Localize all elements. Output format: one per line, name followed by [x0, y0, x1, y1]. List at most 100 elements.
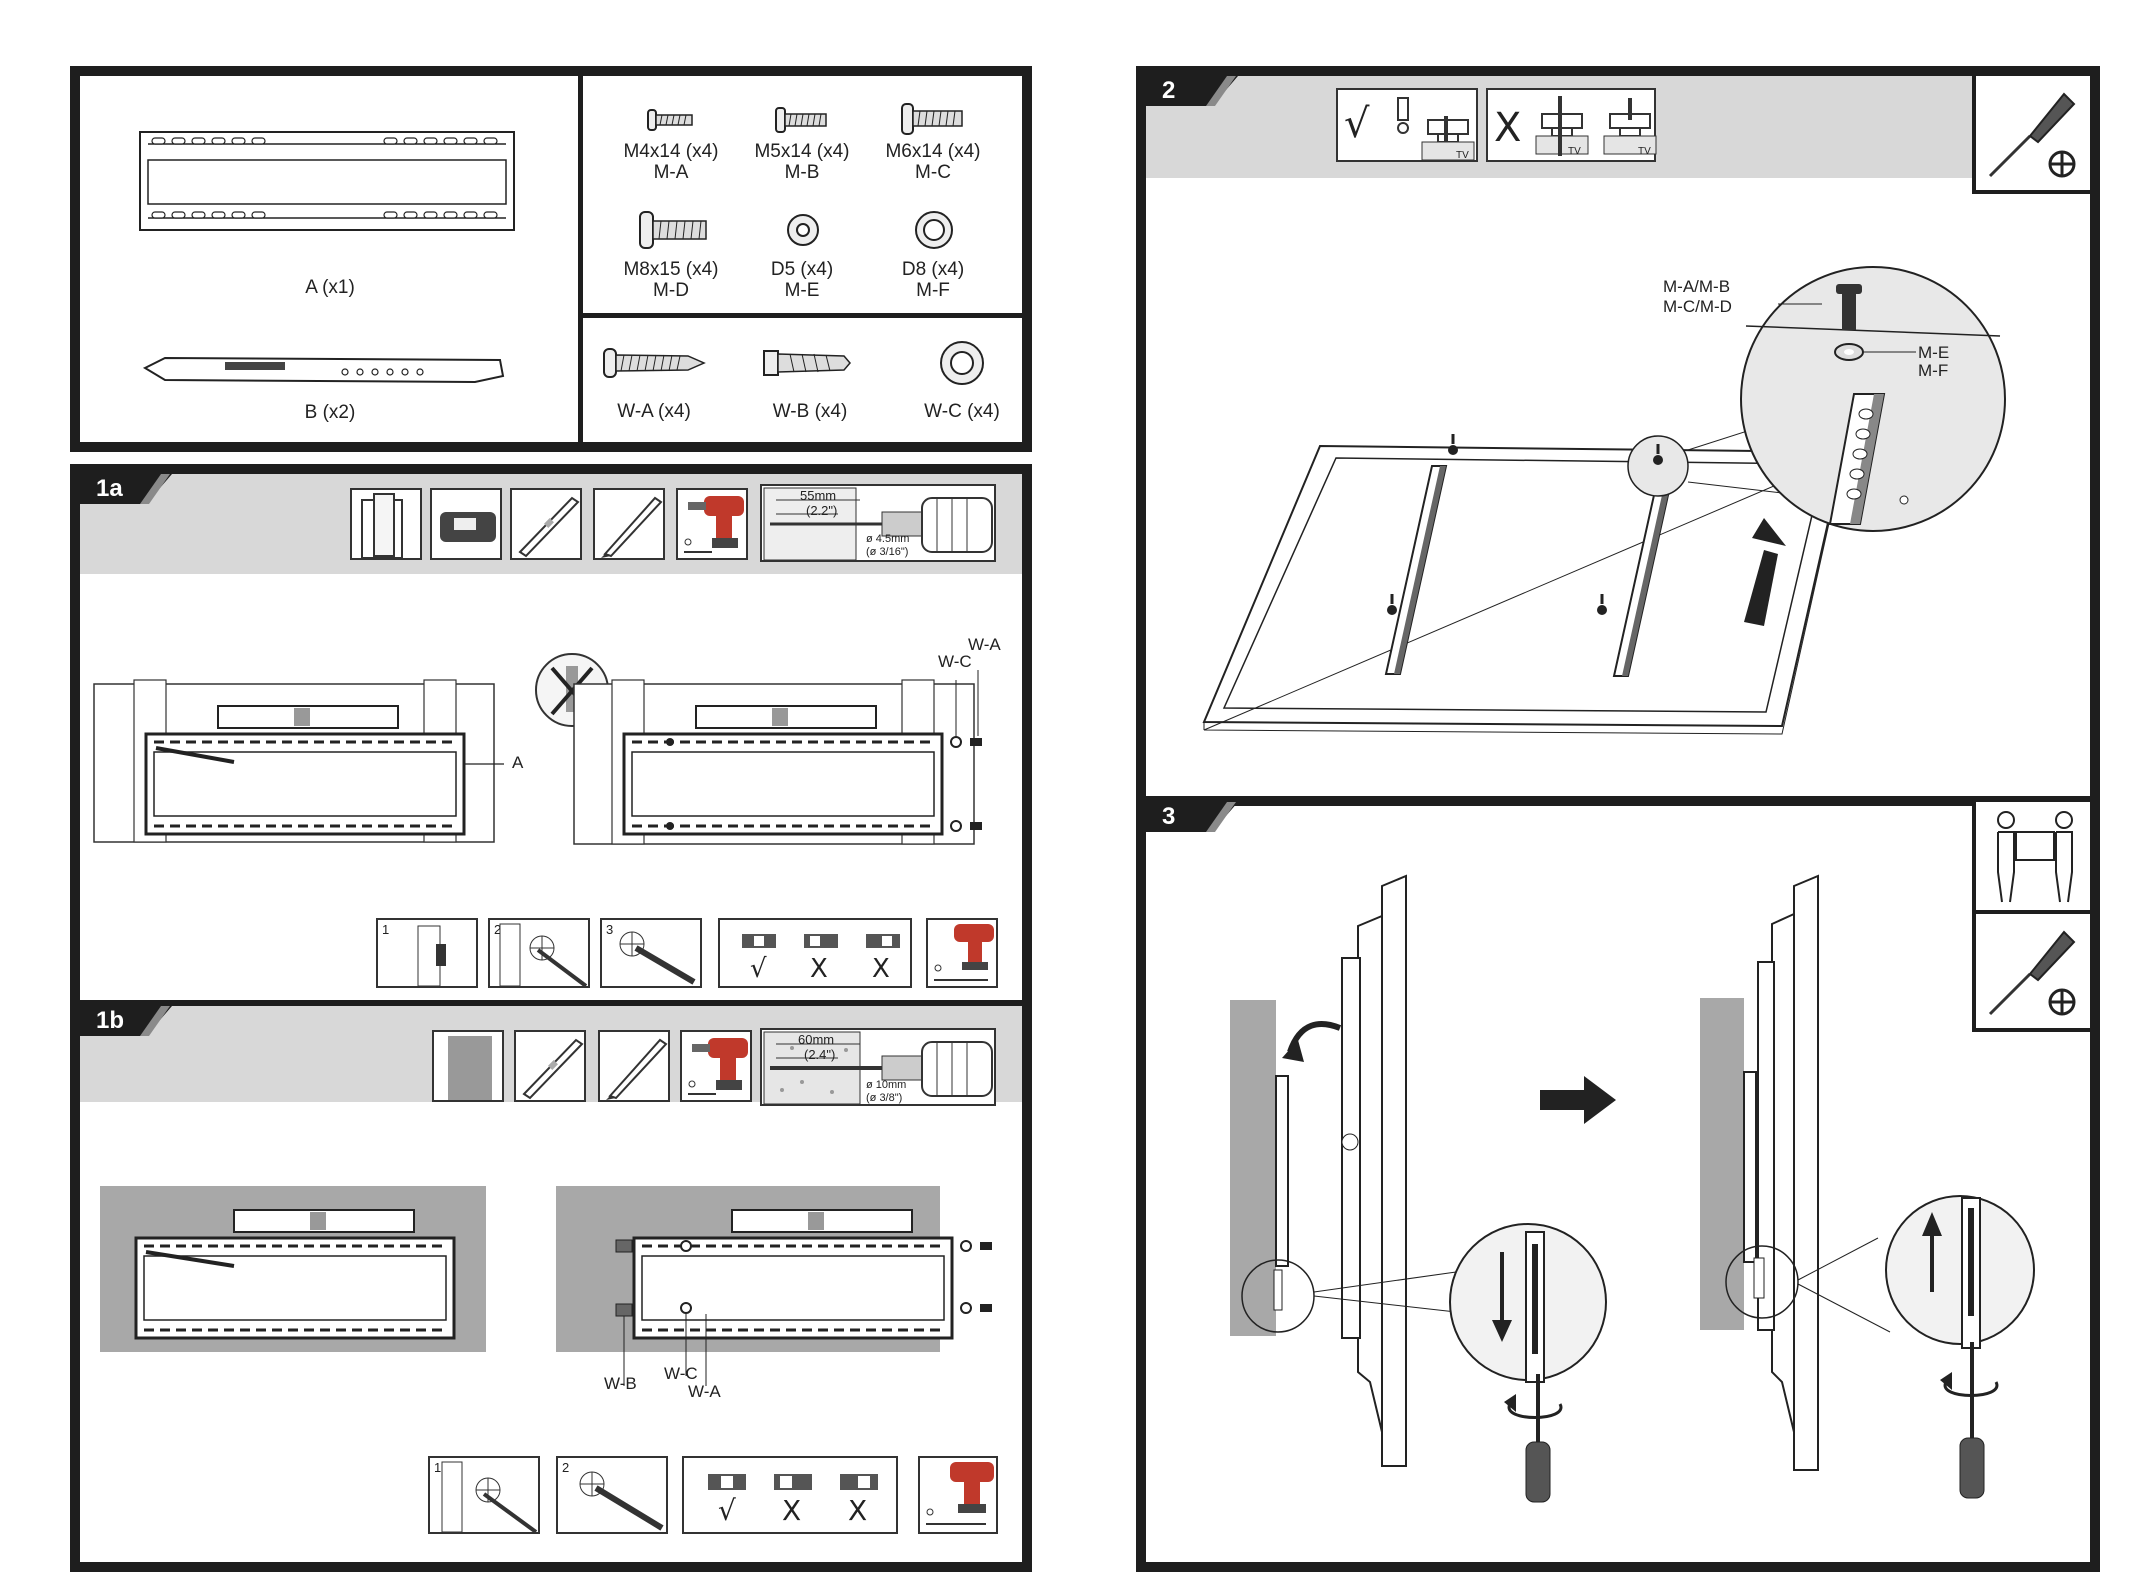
wood-wall-bracket-mounted — [572, 670, 1002, 848]
screw-m-d-code: M-D — [653, 280, 689, 301]
drill-bit-in-1b: (ø 3/8") — [866, 1089, 902, 1108]
step-1b-drill-tool — [918, 1456, 998, 1534]
drill-depth-in-1b: (2.4") — [804, 1045, 835, 1064]
power-drill-icon — [676, 488, 748, 560]
washer-w-c-label: W-C (x4) — [924, 401, 1000, 422]
bracket-slot — [404, 138, 417, 144]
bracket-slot — [424, 212, 437, 218]
step-1a-substep-1: 1 — [376, 918, 478, 988]
screw-m-d-icon — [640, 210, 708, 250]
wood-stud-icon — [350, 488, 422, 560]
bracket-slot — [152, 212, 165, 218]
bracket-slot — [464, 212, 477, 218]
anchor-w-b-label: W-B (x4) — [773, 401, 848, 422]
level-icon — [514, 1030, 586, 1102]
screw-callout-mc-md: M-C/M-D — [1663, 297, 1732, 316]
level-icon — [510, 488, 582, 560]
parts-panel — [70, 66, 1032, 452]
bracket-slot — [404, 212, 417, 218]
bracket-slot — [212, 138, 225, 144]
wood-screw-w-a-callout-1a: W-A — [968, 635, 1001, 654]
pencil-icon — [598, 1030, 670, 1102]
washer-w-c-callout-1a: W-C — [938, 652, 972, 671]
wood-screw-w-a-icon — [604, 346, 706, 380]
step-1a-level-check: √ X X — [718, 918, 912, 988]
cross-mark-icon: X — [848, 1496, 867, 1526]
drill-depth-in-1a: (2.2") — [806, 501, 837, 520]
washer-callout-mf: M-F — [1918, 361, 1948, 380]
step-1a-substep-2: 2 — [488, 918, 590, 988]
bracket-slot — [424, 138, 437, 144]
bracket-slot — [444, 212, 457, 218]
bracket-detail-magnifier — [1738, 264, 2008, 534]
washer-m-f-code: M-F — [916, 280, 950, 301]
bracket-slot — [212, 212, 225, 218]
bracket-slot — [172, 138, 185, 144]
bracket-slot — [444, 138, 457, 144]
bracket-slot — [484, 212, 497, 218]
next-step-arrow-icon — [1540, 1076, 1620, 1126]
wood-screw-w-a-label: W-A (x4) — [617, 401, 691, 422]
washer-callout-me: M-E — [1918, 343, 1949, 362]
bracket-a-illustration — [138, 130, 518, 240]
cross-mark-icon: X — [782, 1496, 801, 1526]
wood-wall-bracket-marking — [94, 676, 504, 846]
concrete-wall-icon — [432, 1030, 504, 1102]
check-mark-icon: √ — [718, 1496, 736, 1526]
power-drill-icon — [680, 1030, 752, 1102]
tv-label: TV — [1456, 146, 1469, 165]
concrete-wall-bracket-marking — [100, 1186, 490, 1354]
washer-w-c-icon — [939, 340, 985, 386]
tv-label: TV — [1638, 142, 1651, 161]
cross-mark-icon: X — [810, 954, 828, 984]
screw-m-d-size: M8x15 (x4) — [623, 259, 718, 280]
bracket-slot — [384, 212, 397, 218]
screw-callout-ma-mb: M-A/M-B — [1663, 277, 1730, 296]
bracket-a-label: A (x1) — [305, 277, 355, 298]
bracket-slot — [252, 212, 265, 218]
anchor-w-b-callout-1b: W-B — [604, 1374, 637, 1393]
pencil-icon — [593, 488, 665, 560]
bracket-slot — [152, 138, 165, 144]
tv-label: TV — [1568, 142, 1581, 161]
screw-m-b-code: M-B — [785, 162, 820, 183]
cross-mark-icon: X — [872, 954, 890, 984]
bracket-slot — [464, 138, 477, 144]
washer-m-f-size: D8 (x4) — [902, 259, 964, 280]
bracket-slot — [232, 138, 245, 144]
screw-m-a-code: M-A — [654, 162, 689, 183]
tv-hooking-onto-wall-plate — [1230, 872, 1630, 1512]
anchor-w-b-icon — [764, 346, 852, 380]
screw-m-c-code: M-C — [915, 162, 951, 183]
wood-screw-w-a-callout-1b: W-A — [688, 1382, 721, 1401]
screw-m-c-size: M6x14 (x4) — [885, 141, 980, 162]
bracket-slot — [172, 212, 185, 218]
washer-m-f-icon — [914, 210, 954, 250]
cross-mark-icon: X — [1494, 108, 1521, 148]
concrete-wall-bracket-mounted — [556, 1186, 1006, 1354]
washer-m-e-size: D5 (x4) — [771, 259, 833, 280]
phillips-screwdriver-icon — [1972, 76, 2090, 194]
bracket-slot — [232, 212, 245, 218]
correct-screw-length-icon: √ TV — [1336, 88, 1478, 162]
washer-m-e-icon — [786, 213, 820, 247]
check-mark-icon: √ — [1344, 104, 1370, 144]
bracket-b-illustration — [145, 352, 505, 386]
drill-bit-in-1a: (ø 3/16") — [866, 543, 908, 562]
bracket-slot — [484, 138, 497, 144]
washer-m-e-code: M-E — [785, 280, 820, 301]
screw-m-a-icon — [648, 108, 694, 132]
bracket-slot — [192, 138, 205, 144]
bracket-b-label: B (x2) — [305, 402, 356, 423]
bracket-slot — [384, 138, 397, 144]
step-1a-drill-tool — [926, 918, 998, 988]
bracket-a-callout-1a: A — [512, 753, 523, 772]
step-1b-level-check: √ X X — [682, 1456, 898, 1534]
step-1b-substep-1: 1 — [428, 1456, 540, 1534]
screw-m-a-size: M4x14 (x4) — [623, 141, 718, 162]
screw-m-c-icon — [902, 102, 964, 136]
step-1b-substep-2: 2 — [556, 1456, 668, 1534]
wrong-screw-length-icon: X TV TV — [1486, 88, 1656, 162]
stud-finder-icon — [430, 488, 502, 560]
tv-secured-on-wall-plate — [1700, 872, 2040, 1512]
